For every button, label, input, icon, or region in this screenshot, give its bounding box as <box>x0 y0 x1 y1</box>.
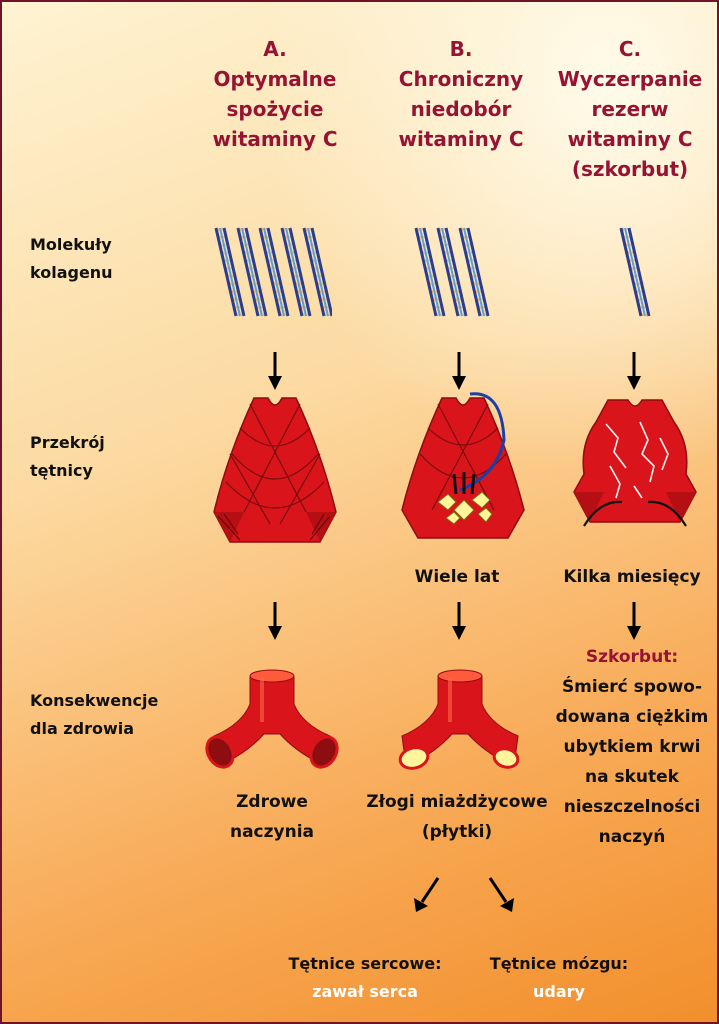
column-c-line: (szkorbut) <box>540 154 719 184</box>
column-a-line: spożycie <box>185 94 365 124</box>
down-arrow-icon <box>449 352 469 392</box>
outcome-c-line: Śmierć spowo- <box>547 672 717 702</box>
result-brain-value: udary <box>474 978 644 1006</box>
outcome-c: Szkorbut: Śmierć spowo- dowana ciężkim u… <box>547 642 717 852</box>
result-heart-title: Tętnice sercowe: <box>270 950 460 978</box>
result-brain-title: Tętnice mózgu: <box>474 950 644 978</box>
column-a-letter: A. <box>185 34 365 64</box>
row-label-line: Molekuły <box>30 231 113 259</box>
collagen-molecules-b <box>412 224 492 324</box>
column-a-title: A. Optymalne spożycie witaminy C <box>185 34 365 154</box>
time-label-c: Kilka miesięcy <box>547 562 717 592</box>
column-a-line: witaminy C <box>185 124 365 154</box>
column-c-line: witaminy C <box>540 124 719 154</box>
column-a-line: Optymalne <box>185 64 365 94</box>
row-label-artery: Przekrój tętnicy <box>30 429 105 485</box>
row-label-line: Konsekwencje <box>30 687 158 715</box>
down-arrow-icon <box>265 602 285 642</box>
outcome-a-line: Zdrowe <box>192 787 352 817</box>
down-right-arrow-icon <box>482 874 518 914</box>
time-label-b: Wiele lat <box>382 562 532 592</box>
row-label-health: Konsekwencje dla zdrowia <box>30 687 158 743</box>
row-label-line: Przekrój <box>30 429 105 457</box>
outcome-c-title: Szkorbut: <box>547 642 717 672</box>
column-c-line: Wyczerpanie <box>540 64 719 94</box>
outcome-b: Złogi miażdżycowe (płytki) <box>357 787 557 847</box>
column-b-title: B. Chroniczny niedobór witaminy C <box>371 34 551 154</box>
outcome-a-line: naczynia <box>192 817 352 847</box>
row-label-collagen: Molekuły kolagenu <box>30 231 113 287</box>
row-label-line: tętnicy <box>30 457 105 485</box>
outcome-c-line: naczyń <box>547 822 717 852</box>
down-arrow-icon <box>265 352 285 392</box>
row-label-line: kolagenu <box>30 259 113 287</box>
outcome-a: Zdrowe naczynia <box>192 787 352 847</box>
down-arrow-icon <box>449 602 469 642</box>
outcome-c-line: nieszczelności <box>547 792 717 822</box>
row-label-line: dla zdrowia <box>30 715 158 743</box>
time-label-text: Kilka miesięcy <box>547 562 717 592</box>
collagen-molecules-a <box>212 224 332 324</box>
down-left-arrow-icon <box>410 874 446 914</box>
outcome-b-line: Złogi miażdżycowe <box>357 787 557 817</box>
down-arrow-icon <box>624 602 644 642</box>
artery-cross-section-b <box>398 390 528 540</box>
artery-cross-section-c <box>570 394 700 544</box>
column-b-line: Chroniczny <box>371 64 551 94</box>
down-arrow-icon <box>624 352 644 392</box>
time-label-text: Wiele lat <box>382 562 532 592</box>
result-brain: Tętnice mózgu: udary <box>474 950 644 1006</box>
outcome-c-line: na skutek <box>547 762 717 792</box>
column-b-line: niedobór <box>371 94 551 124</box>
artery-cross-section-a <box>210 394 340 544</box>
column-b-letter: B. <box>371 34 551 64</box>
column-c-line: rezerw <box>540 94 719 124</box>
column-c-letter: C. <box>540 34 719 64</box>
outcome-b-line: (płytki) <box>357 817 557 847</box>
collagen-molecules-c <box>617 224 657 324</box>
column-c-title: C. Wyczerpanie rezerw witaminy C (szkorb… <box>540 34 719 184</box>
column-b-line: witaminy C <box>371 124 551 154</box>
vessel-plaque <box>390 662 530 772</box>
outcome-c-line: ubytkiem krwi <box>547 732 717 762</box>
outcome-c-line: dowana ciężkim <box>547 702 717 732</box>
vessel-healthy <box>202 662 342 772</box>
result-heart: Tętnice sercowe: zawał serca <box>270 950 460 1006</box>
result-heart-value: zawał serca <box>270 978 460 1006</box>
